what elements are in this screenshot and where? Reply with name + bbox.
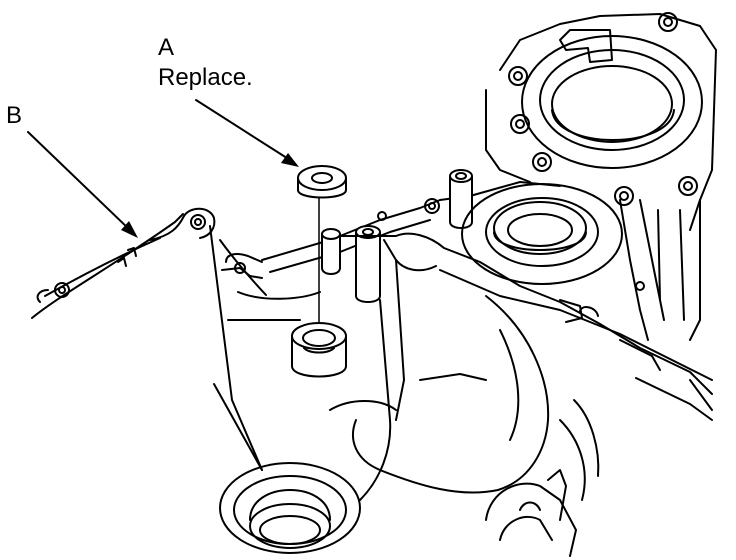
transmission-case [209,12,717,557]
callout-a-letter: A [158,34,175,61]
callout-a-text: Replace. [158,64,253,91]
callout-b-letter: B [6,102,23,129]
gasket-b [31,207,216,319]
leader-a [195,99,299,167]
washer-a [297,165,347,346]
leader-b [27,131,138,238]
